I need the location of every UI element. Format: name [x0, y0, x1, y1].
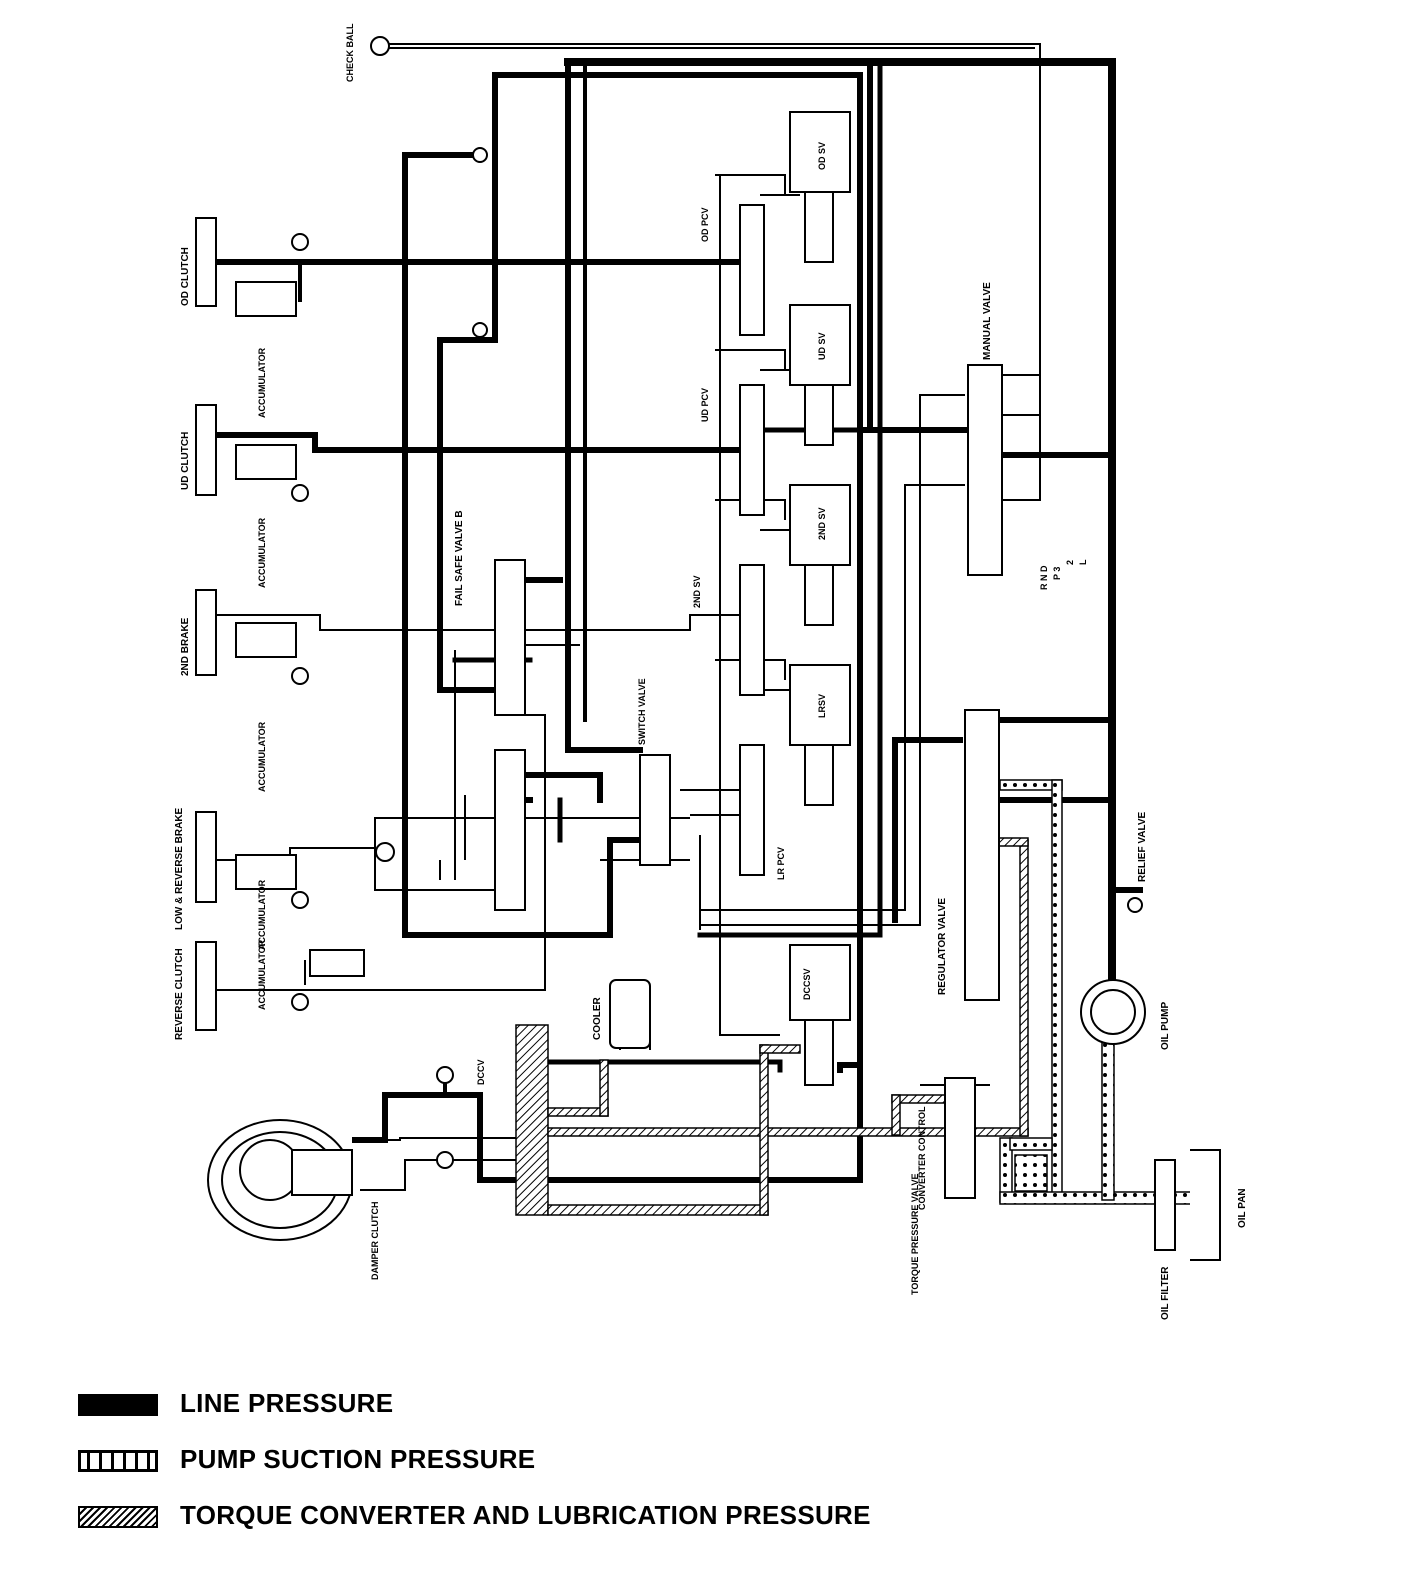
line-pressure-swatch	[78, 1394, 158, 1416]
label-oil-pan: OIL PAN	[1237, 1188, 1248, 1228]
label-fail-safe-valve-b: FAIL SAFE VALVE B	[454, 510, 465, 606]
label-dccv: DCCV	[476, 1059, 486, 1085]
legend-pump-suction: PUMP SUCTION PRESSURE	[180, 1444, 536, 1474]
lubrication-circuits	[515, 837, 1029, 1216]
label-od-clutch: OD CLUTCH	[180, 247, 191, 306]
label-reverse-clutch: REVERSE CLUTCH	[174, 948, 185, 1040]
label-positions-1: R N D	[1039, 565, 1049, 590]
label-2nd-brake: 2ND BRAKE	[180, 617, 191, 676]
check-ball-icon	[370, 36, 390, 56]
accumulator-rev	[309, 949, 365, 977]
ud-clutch-block	[195, 404, 217, 496]
oil-filter-icon	[1154, 1159, 1176, 1251]
label-od-pcv: OD PCV	[700, 207, 710, 242]
label-2nd-sv: 2ND SV	[692, 575, 702, 608]
label-accumulator-3: ACCUMULATOR	[257, 721, 267, 792]
label-2nd-sv-solenoid: 2ND SV	[817, 507, 827, 540]
pump-suction-swatch	[78, 1450, 158, 1472]
label-od-sv: OD SV	[817, 142, 827, 170]
label-torque-pressure-valve: TORQUE PRESSURE VALVE	[910, 1173, 920, 1295]
label-lrsv: LRSV	[817, 694, 827, 718]
accumulator-2nd	[235, 622, 297, 658]
label-cooler: COOLER	[592, 996, 603, 1040]
label-low-reverse-brake: LOW & REVERSE BRAKE	[174, 807, 185, 930]
label-accumulator-2: ACCUMULATOR	[257, 517, 267, 588]
legend: LINE PRESSURE PUMP SUCTION PRESSURE TORQ…	[78, 1380, 978, 1548]
label-positions-4: L	[1078, 559, 1088, 565]
legend-row-pump-suction: PUMP SUCTION PRESSURE	[78, 1436, 978, 1492]
signal-circuits	[215, 43, 1041, 1191]
line-pressure-circuits	[217, 58, 1143, 1183]
components	[195, 36, 1221, 1261]
label-lr-pcv: LR PCV	[776, 847, 786, 880]
label-manual-valve: MANUAL VALVE	[982, 282, 993, 360]
accumulator-ud	[235, 444, 297, 480]
legend-row-torque-lubrication: TORQUE CONVERTER AND LUBRICATION PRESSUR…	[78, 1492, 978, 1548]
label-ud-pcv: UD PCV	[700, 388, 710, 422]
label-positions-2: P 3	[1052, 567, 1062, 580]
reverse-clutch-block	[195, 941, 217, 1031]
legend-line-pressure: LINE PRESSURE	[180, 1388, 394, 1418]
pump-suction-circuits	[999, 779, 1196, 1205]
label-regulator-valve: REGULATOR VALVE	[937, 898, 948, 995]
label-ud-sv: UD SV	[817, 332, 827, 360]
label-ud-clutch: UD CLUTCH	[180, 432, 191, 490]
label-dccsv: DCCSV	[802, 968, 812, 1000]
component-labels: CHECK BALL OD CLUTCH ACCUMULATOR UD CLUT…	[174, 23, 1248, 1320]
label-accumulator-1: ACCUMULATOR	[257, 347, 267, 418]
torque-lubrication-swatch	[78, 1506, 158, 1528]
legend-row-line-pressure: LINE PRESSURE	[78, 1380, 978, 1436]
label-damper-clutch: DAMPER CLUTCH	[370, 1202, 380, 1281]
od-clutch-block	[195, 217, 217, 307]
label-switch-valve: SWITCH VALVE	[637, 678, 647, 745]
label-oil-filter: OIL FILTER	[1160, 1266, 1171, 1320]
2nd-brake-block	[195, 589, 217, 676]
accumulator-lr	[235, 854, 297, 890]
label-accumulator-5: ACCUMULATOR	[257, 939, 267, 1010]
label-oil-pump: OIL PUMP	[1160, 1002, 1171, 1050]
label-positions-3: 2	[1065, 560, 1075, 565]
accumulator-od	[235, 281, 297, 317]
label-check-ball: CHECK BALL	[345, 23, 355, 82]
label-relief-valve: RELIEF VALVE	[1137, 811, 1148, 882]
legend-torque-lubrication: TORQUE CONVERTER AND LUBRICATION PRESSUR…	[180, 1500, 871, 1530]
label-accumulator-4: ACCUMULATOR	[257, 879, 267, 950]
lr-brake-block	[195, 811, 217, 903]
oil-pan-icon	[1190, 1149, 1221, 1261]
label-converter-control: CONVERTER CONTROL	[917, 1106, 927, 1210]
